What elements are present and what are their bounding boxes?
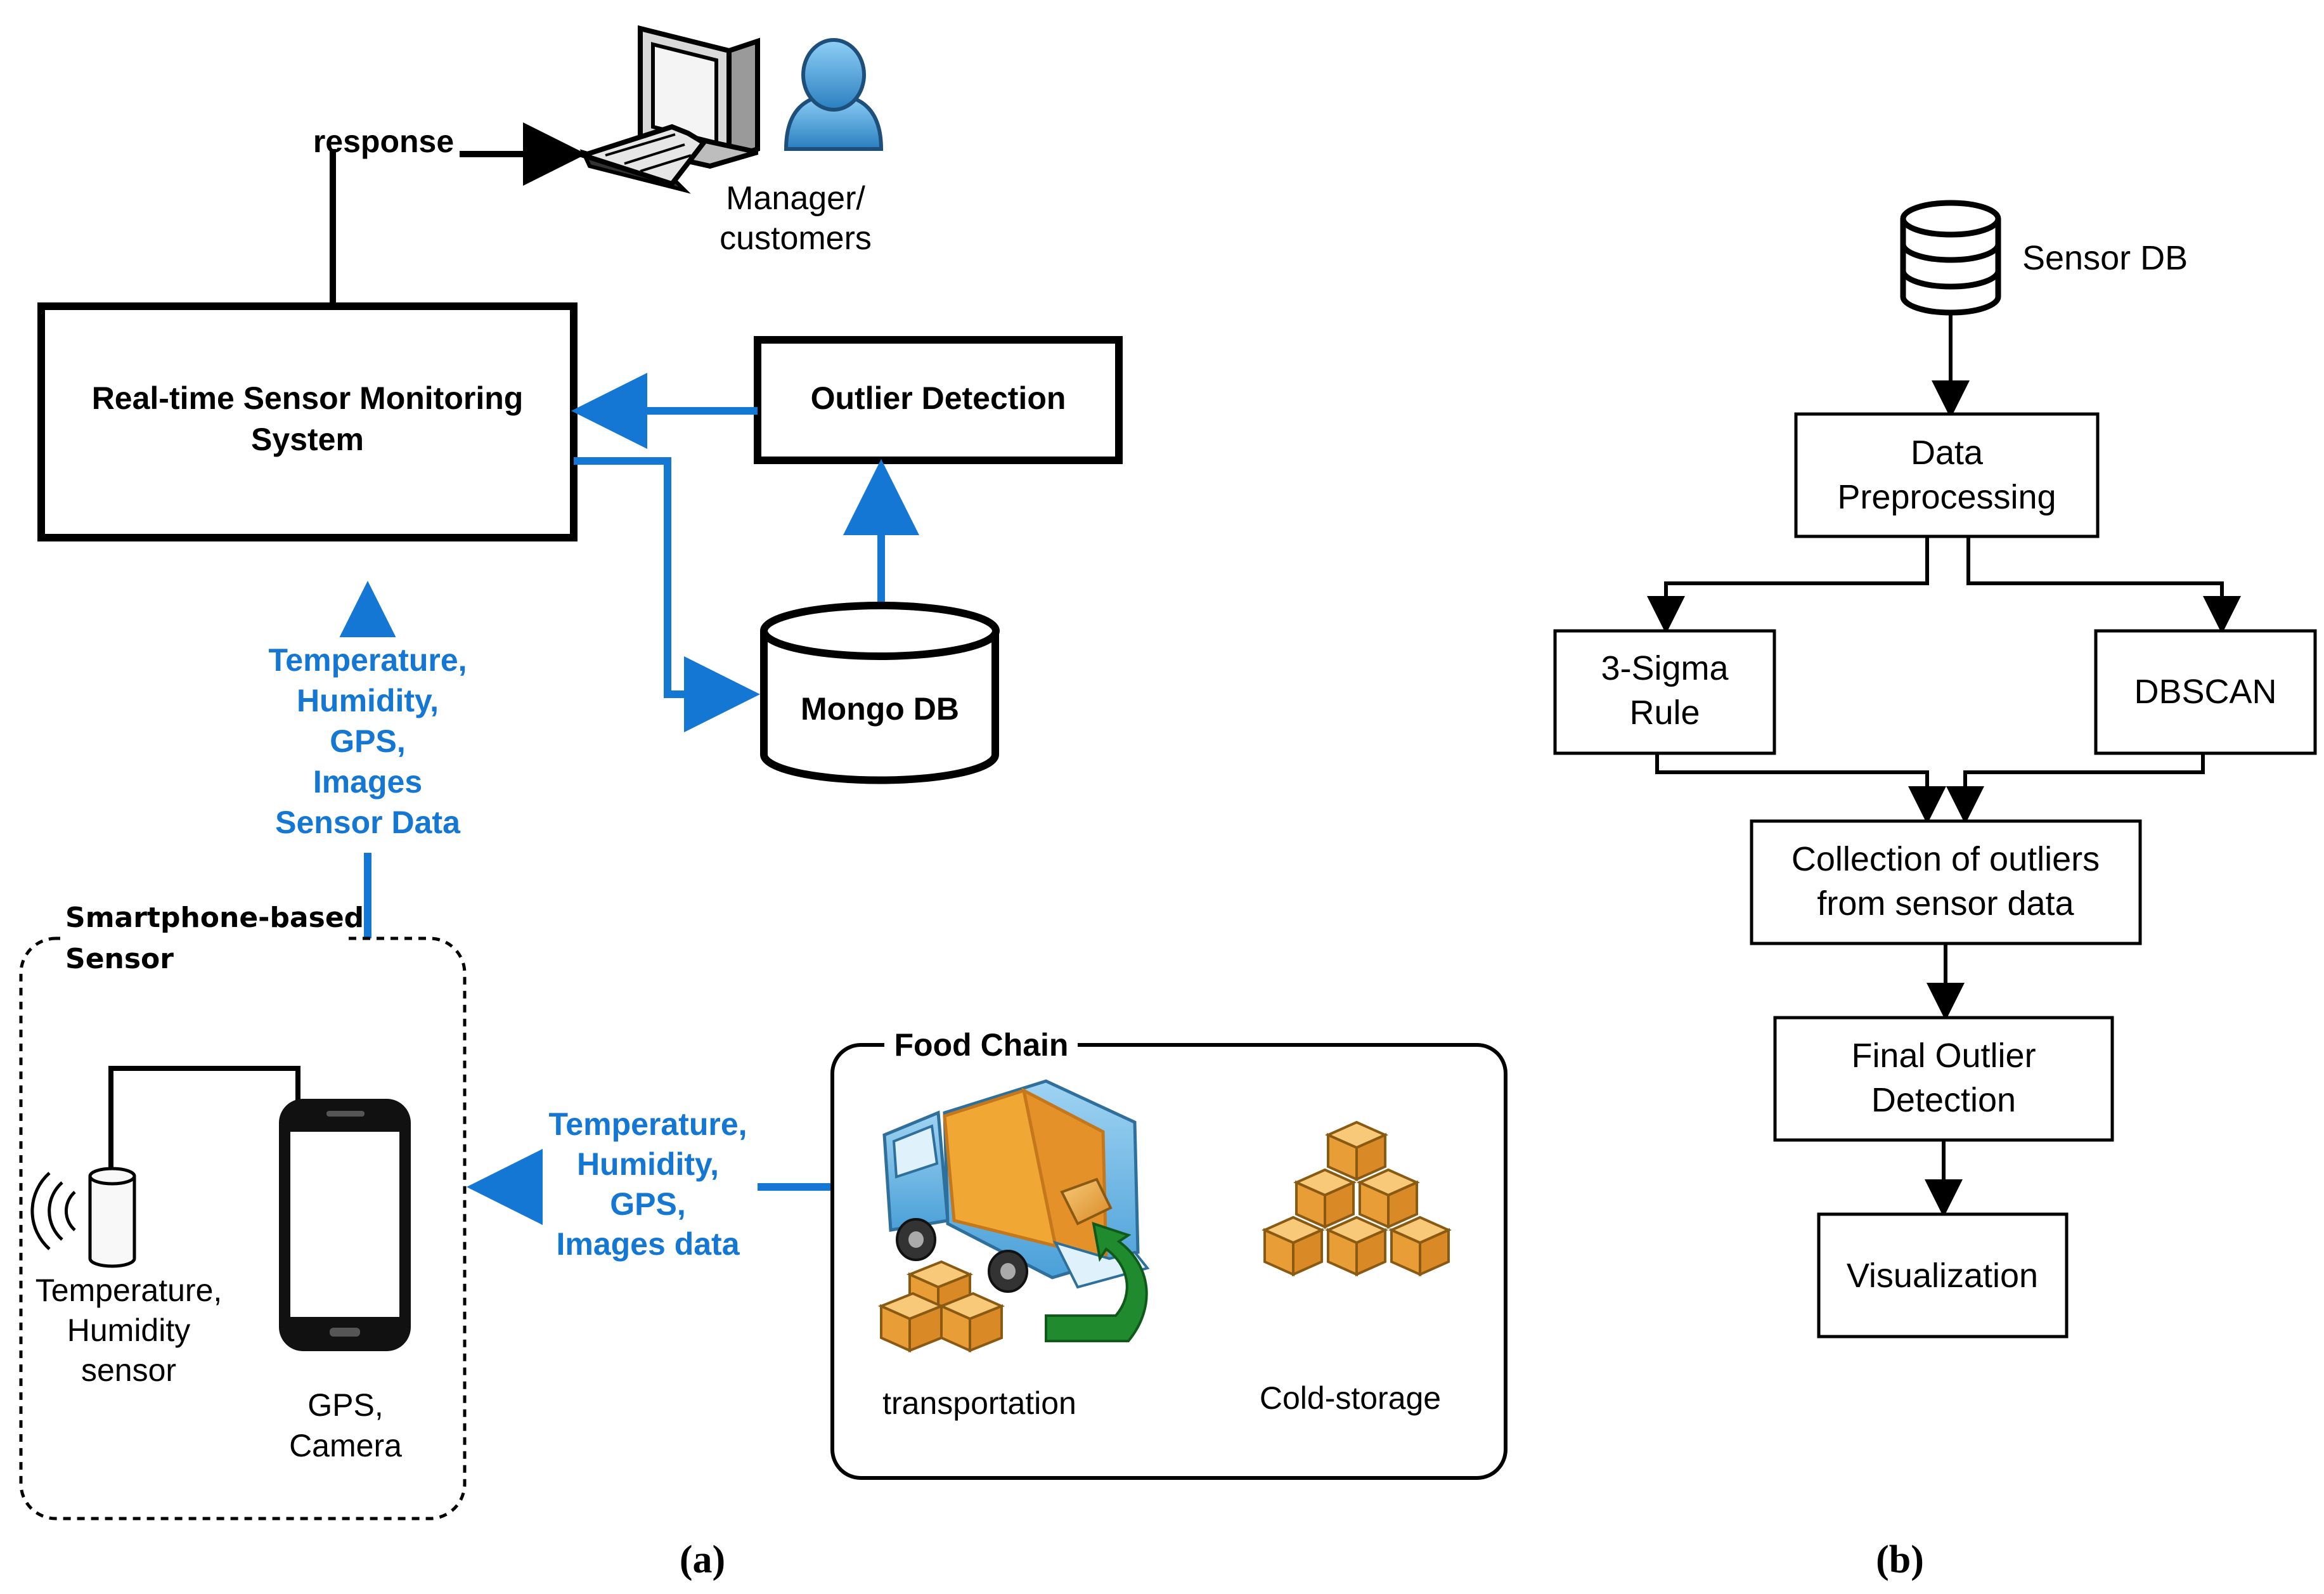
food-data-label-line4: Images data [556, 1226, 740, 1262]
final-outlier-line2: Detection [1871, 1081, 2016, 1119]
computer-icon [574, 25, 760, 194]
preprocessing-line1: Data [1911, 434, 1984, 472]
manager-label-line2: customers [720, 220, 872, 257]
sensor-label-line3: sensor [81, 1352, 176, 1388]
sensor-data-label-line2: Humidity, [297, 683, 439, 718]
sensor-data-label-line1: Temperature, [268, 642, 467, 678]
food-chain-group [830, 1043, 1507, 1480]
visualization-box [1817, 1212, 2069, 1338]
food-chain-title: Food Chain [894, 1027, 1069, 1063]
smartphone-group-title-line1: Smartphone-based [65, 902, 364, 934]
final-outlier-line1: Final Outlier [1851, 1037, 2036, 1075]
sensor-icon [88, 1167, 136, 1268]
preprocessing-to-sigma-arrow [1647, 536, 1929, 634]
signal-waves-icon [30, 1172, 76, 1250]
sigma-to-collection-arrow [1655, 753, 1946, 824]
collection-line1: Collection of outliers [1791, 840, 2100, 878]
truck-icon [882, 1079, 1150, 1293]
monitoring-system-box [37, 302, 578, 541]
visualization-label: Visualization [1847, 1257, 2038, 1295]
sensor-label-line2: Humidity [67, 1312, 190, 1348]
smartphone-group-title-bg [60, 897, 345, 986]
mongo-db-cylinder [760, 602, 1000, 784]
sensor-label-line1: Temperature, [36, 1273, 223, 1308]
boxes-icon [877, 1260, 1005, 1353]
user-icon [784, 38, 884, 151]
sigma-rule-line1: 3-Sigma [1601, 649, 1729, 687]
preprocessing-box [1794, 412, 2100, 538]
sensor-data-label-bg [244, 637, 494, 853]
preprocessing-to-dbscan-arrow [1966, 536, 2241, 634]
dbscan-to-collection-arrow [1946, 753, 2205, 824]
panel-b-caption: (b) [1876, 1538, 1924, 1581]
dbscan-label: DBSCAN [2134, 673, 2276, 711]
sigma-rule-box [1553, 629, 1776, 755]
outlier-detection-box [754, 336, 1123, 464]
preprocessing-line2: Preprocessing [1837, 478, 2056, 516]
response-label: response [313, 124, 454, 159]
phone-label-line2: Camera [289, 1428, 402, 1463]
panel-a-caption: (a) [680, 1538, 725, 1581]
food-data-label-line2: Humidity, [577, 1146, 719, 1182]
cold-storage-label: Cold-storage [1260, 1380, 1441, 1416]
food-data-label-line3: GPS, [610, 1186, 685, 1222]
outlier-detection-label: Outlier Detection [811, 380, 1066, 416]
food-chain-title-bg [884, 1024, 1078, 1068]
manager-label-line1: Manager/ [726, 180, 865, 217]
dbscan-box [2094, 629, 2317, 755]
mongo-db-label: Mongo DB [801, 691, 959, 727]
transport-label: transportation [882, 1385, 1076, 1421]
smartphone-group-title-line2: Sensor [65, 943, 174, 975]
sensor-data-label-line3: GPS, [330, 723, 405, 759]
monitoring-box-line2: System [251, 422, 364, 457]
monitoring-box-line1: Real-time Sensor Monitoring [92, 380, 524, 416]
sensor-data-label-line5: Sensor Data [275, 805, 461, 840]
collection-box [1750, 819, 2142, 945]
unload-arrow-icon [1045, 1222, 1148, 1342]
sensor-cable [108, 1066, 300, 1176]
sensor-data-label-line4: Images [313, 764, 422, 800]
collection-line2: from sensor data [1817, 884, 2074, 923]
sensor-db-label: Sensor DB [2022, 239, 2188, 277]
phone-icon [279, 1099, 411, 1351]
sigma-rule-line2: Rule [1629, 694, 1700, 732]
database-icon [1900, 200, 2001, 316]
phone-label-line1: GPS, [307, 1387, 383, 1423]
final-outlier-box [1773, 1016, 2114, 1142]
food-data-label-line1: Temperature, [548, 1106, 747, 1142]
monitoring-to-mongo-arrow [574, 457, 760, 732]
cold-storage-boxes-icon [1262, 1120, 1452, 1277]
